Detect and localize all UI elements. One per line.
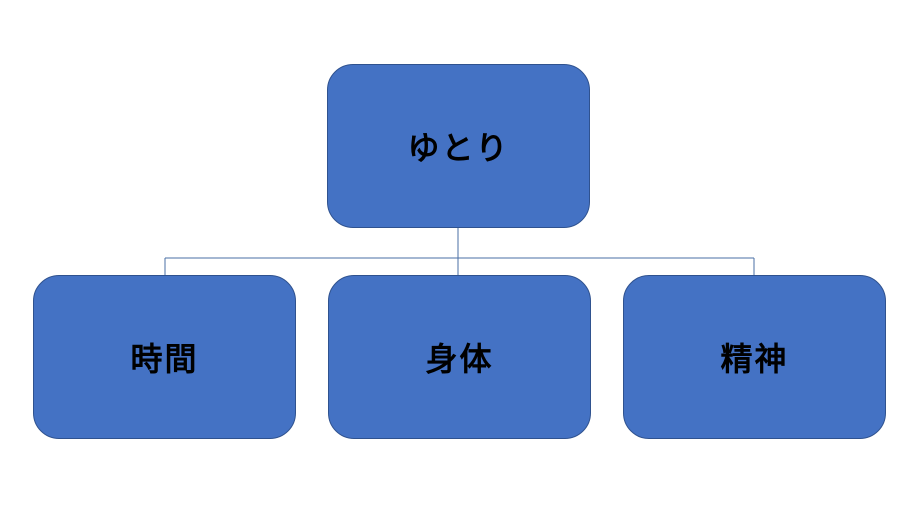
child-node-label: 身体 <box>425 340 494 378</box>
child-node-label: 精神 <box>720 340 789 378</box>
child-node-body[interactable]: 身体 <box>328 275 591 439</box>
child-node-mind[interactable]: 精神 <box>623 275 886 439</box>
root-node-label: ゆとり <box>407 129 510 167</box>
child-node-label: 時間 <box>130 340 199 378</box>
child-node-time[interactable]: 時間 <box>33 275 296 439</box>
root-node[interactable]: ゆとり <box>327 64 590 228</box>
